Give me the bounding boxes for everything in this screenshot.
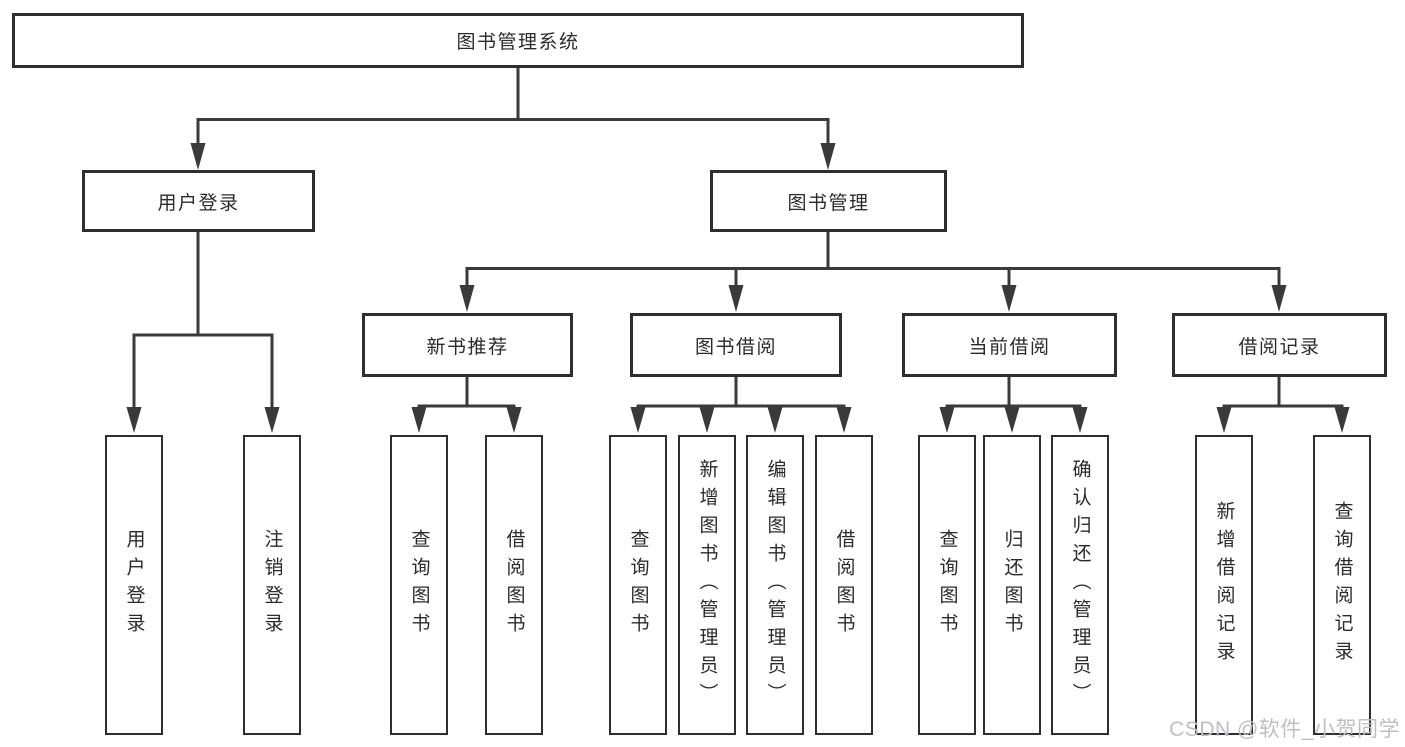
leaf-borrow-book: 借阅图书 (815, 435, 873, 735)
leaf-user-login-label: 用户登录 (123, 529, 145, 641)
leaf-current-query: 查询图书 (918, 435, 976, 735)
leaf-query-borrow-record-label: 查询借阅记录 (1331, 501, 1353, 669)
node-current-borrow-label: 当前借阅 (968, 336, 1051, 358)
leaf-add-book-admin-label: 新增图书（管理员） (696, 459, 718, 711)
leaf-edit-book-admin-label: 编辑图书（管理员） (764, 459, 786, 711)
leaf-newbook-borrow: 借阅图书 (485, 435, 543, 735)
leaf-return-book-label: 归还图书 (1001, 529, 1023, 641)
watermark: CSDN @软件_小贺同学 (1169, 718, 1400, 741)
leaf-borrow-query-label: 查询图书 (627, 529, 649, 641)
node-book-borrow: 图书借阅 (630, 313, 842, 377)
node-root-label: 图书管理系统 (456, 32, 580, 53)
node-current-borrow: 当前借阅 (902, 313, 1117, 377)
node-user-login: 用户登录 (82, 170, 315, 232)
leaf-newbook-query-label: 查询图书 (408, 529, 430, 641)
node-user-login-label: 用户登录 (157, 192, 240, 214)
node-borrow-records-label: 借阅记录 (1238, 336, 1321, 358)
leaf-add-book-admin: 新增图书（管理员） (678, 435, 736, 735)
leaf-borrow-query: 查询图书 (609, 435, 667, 735)
leaf-user-login: 用户登录 (105, 435, 163, 735)
leaf-return-book: 归还图书 (983, 435, 1041, 735)
leaf-confirm-return-admin: 确认归还（管理员） (1051, 435, 1109, 735)
leaf-current-query-label: 查询图书 (936, 529, 958, 641)
node-new-book-recommend: 新书推荐 (362, 313, 573, 377)
leaf-newbook-borrow-label: 借阅图书 (503, 529, 525, 641)
node-borrow-records: 借阅记录 (1172, 313, 1387, 377)
node-new-book-recommend-label: 新书推荐 (426, 336, 509, 358)
leaf-edit-book-admin: 编辑图书（管理员） (746, 435, 804, 735)
leaf-add-borrow-record: 新增借阅记录 (1195, 435, 1253, 735)
leaf-logout-label: 注销登录 (261, 529, 283, 641)
leaf-borrow-book-label: 借阅图书 (833, 529, 855, 641)
leaf-query-borrow-record: 查询借阅记录 (1313, 435, 1371, 735)
leaf-confirm-return-admin-label: 确认归还（管理员） (1069, 459, 1091, 711)
leaf-add-borrow-record-label: 新增借阅记录 (1213, 501, 1235, 669)
node-root: 图书管理系统 (12, 13, 1024, 68)
leaf-newbook-query: 查询图书 (390, 435, 448, 735)
node-book-management-label: 图书管理 (787, 192, 870, 214)
node-book-borrow-label: 图书借阅 (694, 336, 777, 358)
leaf-logout: 注销登录 (243, 435, 301, 735)
node-book-management: 图书管理 (710, 170, 947, 232)
